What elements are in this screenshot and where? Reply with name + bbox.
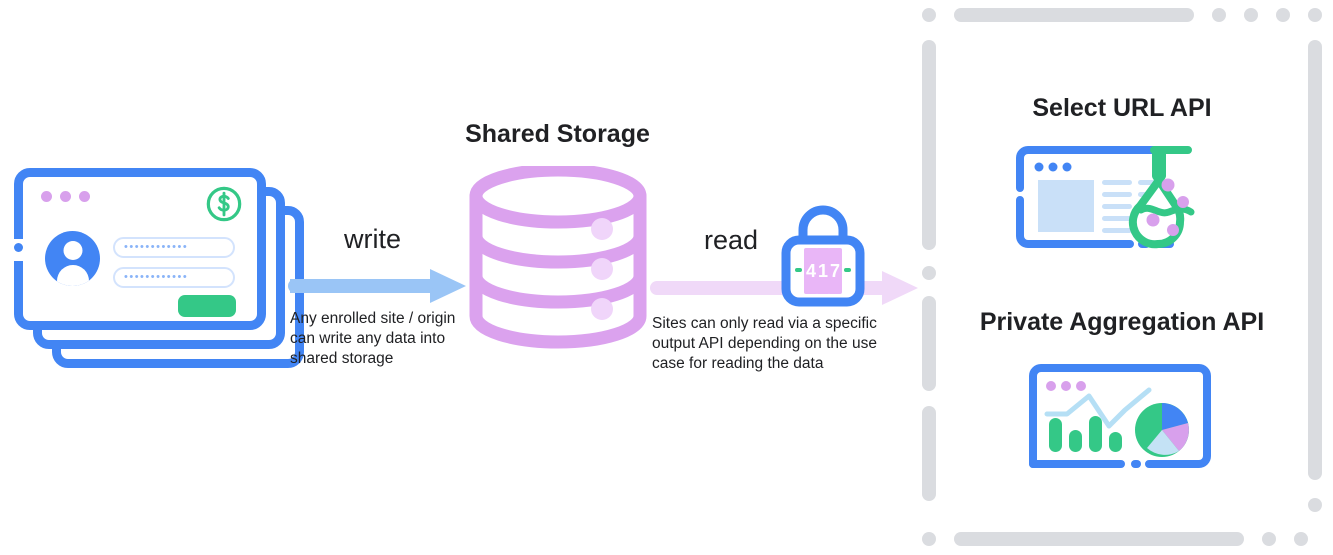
lock-digit-1: 4 [806,261,816,281]
pie-slice-purple [1162,423,1189,451]
select-url-api-title: Select URL API [1032,94,1212,122]
flask-dot-icon [1161,178,1175,192]
bar [1109,432,1122,452]
lock-digit-2: 1 [818,261,828,281]
write-flow-group: write Any enrolled site / origin can wri… [288,224,488,394]
bar [1089,416,1102,452]
pie-slice-blue [1162,403,1188,430]
window-dot-icon [79,191,90,202]
flask-dot-icon [1177,196,1189,208]
storage-indicator-dot [591,298,613,320]
private-aggregation-api-title: Private Aggregation API [979,308,1265,336]
card-notch-dot [14,243,23,252]
frame-dash-bottom [1262,532,1276,546]
storage-indicator-dot [591,218,613,240]
frame-dash-top [1244,8,1258,22]
read-flow-group: read 4 1 7 Sites can only read via a spe… [650,200,940,400]
window-dot-icon [1048,162,1058,172]
write-arrow-icon [288,269,466,303]
submit-button[interactable] [178,295,236,317]
write-label: write [344,224,402,254]
password-field-1[interactable]: •••••••••••• [113,237,235,258]
shared-storage-title: Shared Storage [465,120,650,148]
output-apis-frame: Select URL API [922,8,1322,546]
frame-dash-left [922,40,936,250]
pie-slice-lightblue [1147,430,1179,455]
window-dot-icon [1062,162,1072,172]
lock-digit-3: 7 [830,261,840,281]
window-dot-icon [60,191,71,202]
user-avatar-icon [45,231,100,286]
frame-dash-top [954,8,1194,22]
frame-dash-top [922,8,936,22]
bar [1069,430,1082,452]
frame-dash-bottom [954,532,1244,546]
read-description: Sites can only read via a specific outpu… [652,315,877,372]
frame-dash-top [1308,8,1322,22]
database-cylinder-icon [469,166,647,349]
frame-dash-top [1212,8,1226,22]
window-control-dots [41,191,90,202]
write-description: Any enrolled site / origin can write any… [290,310,456,367]
frame-dash-left [922,266,936,280]
window-dot-icon [41,191,52,202]
frame-dash-left [922,296,936,391]
window-dot-icon [1034,162,1044,172]
shared-storage-group: Shared Storage [455,120,660,350]
browser-card-front: •••••••••••• •••••••••••• [14,168,266,330]
browser-window-with-flask-icon [1016,146,1195,249]
storage-indicator-dot [591,258,613,280]
window-dot-icon [1046,381,1056,391]
flask-dot-icon [1146,213,1160,227]
read-label: read [704,225,759,255]
avatar-head [63,241,82,260]
dollar-sign-icon [206,186,242,222]
combination-lock-icon: 4 1 7 [781,205,865,307]
frame-dash-right [1308,498,1322,512]
pie-chart [1135,403,1189,457]
bar [1049,418,1062,452]
flask-dot-icon [1167,224,1179,236]
frame-dash-bottom [922,532,936,546]
frame-dash-right [1308,40,1322,480]
frame-dash-left [922,406,936,501]
password-field-2[interactable]: •••••••••••• [113,267,235,288]
line-chart [1044,387,1152,429]
browser-window-with-charts-icon [1029,364,1211,468]
window-dot-icon [1061,381,1071,391]
stacked-browser-windows: •••••••••••• •••••••••••• [14,168,304,368]
frame-dash-bottom [1294,532,1308,546]
window-dot-icon [1076,381,1086,391]
frame-dash-top [1276,8,1290,22]
avatar-body [56,265,89,286]
